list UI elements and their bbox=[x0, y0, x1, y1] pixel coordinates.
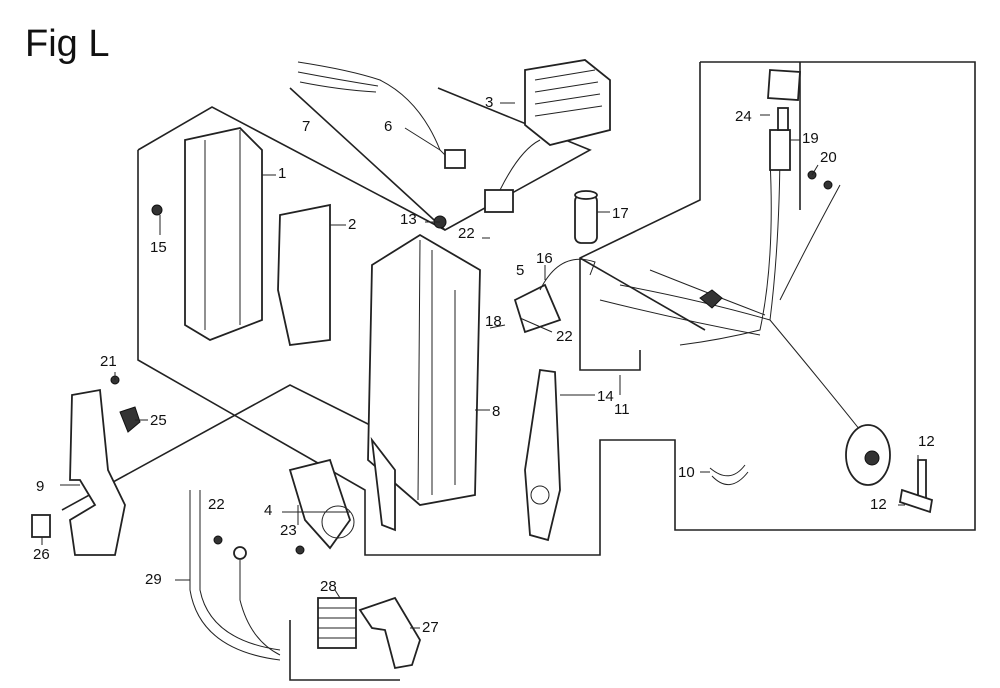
callout-17: 17 bbox=[612, 205, 629, 222]
callout-21: 21 bbox=[100, 353, 117, 370]
callout-13: 13 bbox=[400, 211, 417, 228]
callout-7: 7 bbox=[302, 118, 310, 135]
callout-9: 9 bbox=[36, 478, 44, 495]
part-15-grommet bbox=[151, 204, 163, 216]
callout-20: 20 bbox=[820, 149, 837, 166]
part-29-harness bbox=[189, 490, 281, 661]
callout-29: 29 bbox=[145, 571, 162, 588]
part-8-box bbox=[367, 233, 481, 532]
callout-3: 3 bbox=[485, 94, 493, 111]
part-28-heatsink bbox=[317, 597, 357, 649]
callout-2: 2 bbox=[348, 216, 356, 233]
callout-24: 24 bbox=[735, 108, 752, 125]
callout-10: 10 bbox=[678, 464, 695, 481]
callout-12b: 12 bbox=[870, 496, 887, 513]
part-10-clamp bbox=[709, 464, 749, 485]
callout-12a: 12 bbox=[918, 433, 935, 450]
callout-11: 11 bbox=[614, 401, 630, 418]
part-3-regulator bbox=[484, 59, 611, 213]
callout-22a: 22 bbox=[458, 225, 475, 242]
part-25-clip bbox=[119, 406, 141, 433]
callout-22b: 22 bbox=[556, 328, 573, 345]
callout-15: 15 bbox=[150, 239, 167, 256]
part-5-plate bbox=[513, 283, 562, 334]
callout-28: 28 bbox=[320, 578, 337, 595]
part-4-rectifier bbox=[288, 458, 355, 550]
callout-6: 6 bbox=[384, 118, 392, 135]
part-9-bracket bbox=[69, 388, 126, 556]
part-26-connector bbox=[31, 514, 51, 538]
callout-26: 26 bbox=[33, 546, 50, 563]
callout-1: 1 bbox=[278, 165, 286, 182]
part-27-bracket bbox=[358, 596, 421, 670]
part-2-bracket bbox=[277, 203, 331, 346]
part-17-capacitor bbox=[574, 190, 598, 244]
callout-18: 18 bbox=[485, 313, 502, 330]
callout-23: 23 bbox=[280, 522, 297, 539]
part-11-main-harness bbox=[599, 69, 891, 486]
group-boundaries bbox=[61, 61, 976, 681]
callout-14: 14 bbox=[597, 388, 614, 405]
part-14-plate bbox=[524, 368, 561, 542]
part-12-clip bbox=[917, 459, 927, 501]
callout-22c: 22 bbox=[208, 496, 225, 513]
callout-4: 4 bbox=[264, 502, 272, 519]
callout-19: 19 bbox=[802, 130, 819, 147]
part-1-cover bbox=[184, 127, 263, 341]
figure-title: Fig L bbox=[25, 23, 109, 65]
callout-labels: 1 2 3 4 5 6 7 8 9 10 11 12 12 13 14 15 1… bbox=[33, 94, 935, 636]
callout-5: 5 bbox=[516, 262, 524, 279]
callout-16: 16 bbox=[536, 250, 553, 267]
part-12-clip bbox=[898, 488, 934, 514]
callout-8: 8 bbox=[492, 403, 500, 420]
part-23-screw bbox=[295, 545, 305, 555]
part-6-harness bbox=[297, 61, 466, 169]
callout-27: 27 bbox=[422, 619, 439, 636]
part-16-connector bbox=[539, 258, 596, 291]
leader-lines bbox=[41, 102, 919, 629]
callout-25: 25 bbox=[150, 412, 167, 429]
